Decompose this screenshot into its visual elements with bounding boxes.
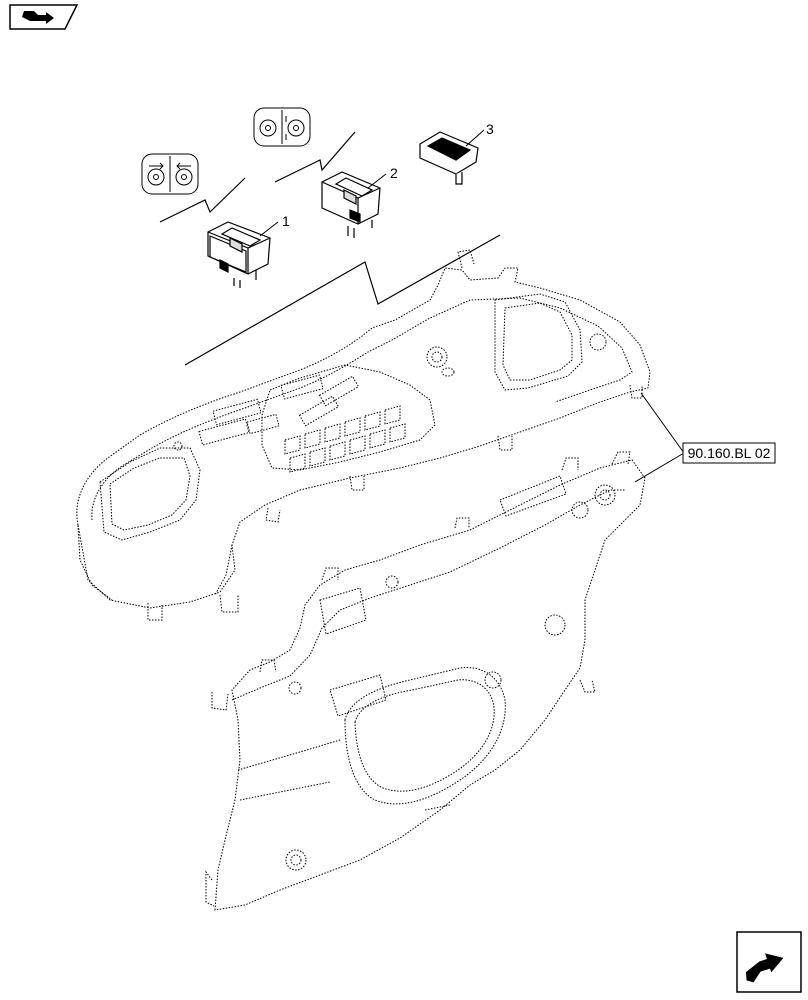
rotation-symbol-icon	[141, 153, 199, 195]
callout-3-label: 3	[486, 121, 494, 137]
side-trim-panel	[205, 451, 646, 911]
bezel-frame-part-3[interactable]	[419, 131, 479, 185]
reference-box[interactable]: 90.160.BL 02	[682, 442, 776, 464]
group-brackets	[159, 131, 501, 366]
rocker-switch-part-2[interactable]	[321, 171, 381, 238]
callout-1-label: 1	[282, 213, 290, 229]
callout-3: 3	[465, 121, 494, 147]
dashboard-console	[76, 249, 651, 621]
callout-1: 1	[259, 213, 290, 237]
forward-arrow-icon[interactable]	[735, 930, 803, 994]
reference-leaders	[634, 392, 685, 483]
callout-2-label: 2	[390, 165, 398, 181]
back-arrow-icon[interactable]	[8, 4, 79, 30]
rotation-direction-icon	[253, 107, 311, 147]
reference-label: 90.160.BL 02	[688, 445, 771, 461]
callout-2: 2	[367, 165, 398, 189]
rocker-switch-part-1[interactable]	[207, 221, 271, 288]
